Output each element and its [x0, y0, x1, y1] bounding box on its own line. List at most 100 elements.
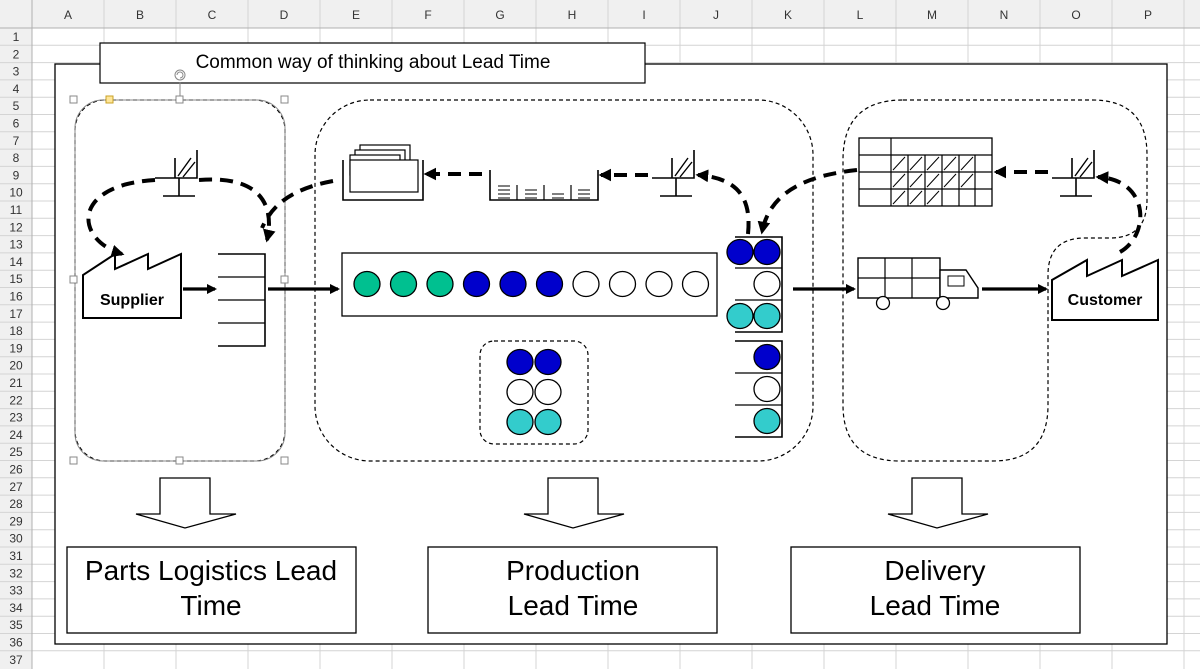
output-store-shelf	[735, 236, 783, 438]
part-item	[499, 270, 527, 298]
row-header[interactable]: 31	[9, 549, 23, 563]
column-header[interactable]: M	[927, 8, 937, 22]
lead-time-label: Production	[506, 555, 640, 586]
row-header[interactable]: 12	[9, 220, 23, 234]
row-header[interactable]: 37	[9, 653, 23, 667]
column-header[interactable]: J	[713, 8, 719, 22]
finished-item	[753, 270, 781, 298]
column-header-bar	[0, 0, 1200, 28]
stock-item	[534, 408, 562, 436]
row-header[interactable]: 13	[9, 238, 23, 252]
row-header[interactable]: 15	[9, 272, 23, 286]
part-item	[353, 270, 381, 298]
lead-time-label: Lead Time	[508, 590, 639, 621]
row-header[interactable]: 25	[9, 445, 23, 459]
finished-item	[753, 375, 781, 403]
column-header[interactable]: C	[208, 8, 217, 22]
column-header[interactable]: H	[568, 8, 577, 22]
row-header[interactable]: 2	[13, 47, 20, 61]
row-header[interactable]: 19	[9, 341, 23, 355]
row-header-bar	[0, 0, 32, 669]
part-item	[535, 270, 564, 298]
column-header[interactable]: I	[642, 8, 645, 22]
parts-shelf-icon	[218, 253, 266, 347]
finished-item	[753, 343, 781, 371]
row-header[interactable]: 28	[9, 497, 23, 511]
stock-item	[506, 348, 534, 376]
title-box	[99, 42, 646, 84]
row-header[interactable]: 26	[9, 463, 23, 477]
stock-item	[506, 378, 534, 406]
row-header[interactable]: 24	[9, 428, 23, 442]
column-header[interactable]: E	[352, 8, 360, 22]
schedule-table-icon	[858, 137, 993, 207]
delivery-truck-icon	[857, 257, 979, 311]
row-header[interactable]: 34	[9, 601, 23, 615]
selection-handles[interactable]	[69, 69, 289, 465]
row-header[interactable]: 23	[9, 411, 23, 425]
row-header[interactable]: 32	[9, 566, 23, 580]
column-header[interactable]: F	[424, 8, 431, 22]
column-header[interactable]: G	[495, 8, 504, 22]
row-header[interactable]: 3	[13, 65, 20, 79]
row-header[interactable]: 4	[13, 82, 20, 96]
production-line-items	[353, 270, 710, 298]
row-header[interactable]: 22	[9, 393, 23, 407]
inventory-store-items	[506, 348, 562, 436]
row-header[interactable]: 30	[9, 532, 23, 546]
column-header[interactable]: K	[784, 8, 792, 22]
row-header[interactable]: 11	[10, 203, 23, 217]
row-header[interactable]: 5	[13, 99, 20, 113]
lead-time-label: Lead Time	[870, 590, 1001, 621]
column-header[interactable]: P	[1144, 8, 1152, 22]
row-header[interactable]: 14	[9, 255, 23, 269]
row-header[interactable]: 20	[9, 359, 23, 373]
lead-time-label: Delivery	[884, 555, 985, 586]
row-header[interactable]: 35	[9, 618, 23, 632]
row-header[interactable]: 17	[9, 307, 23, 321]
finished-item	[753, 302, 781, 330]
column-header[interactable]: D	[280, 8, 289, 22]
row-header[interactable]: 6	[13, 117, 20, 131]
row-header[interactable]: 8	[13, 151, 20, 165]
computer-terminal-icon	[1052, 150, 1095, 197]
row-header[interactable]: 27	[9, 480, 23, 494]
row-header[interactable]: 9	[13, 168, 20, 182]
row-header[interactable]: 7	[13, 134, 20, 148]
row-header[interactable]: 21	[9, 376, 23, 390]
supplier-label: Supplier	[100, 292, 164, 309]
row-header[interactable]: 36	[9, 636, 23, 650]
column-header[interactable]: N	[1000, 8, 1009, 22]
column-header[interactable]: L	[857, 8, 864, 22]
part-item	[462, 270, 491, 298]
part-item	[681, 270, 710, 298]
stock-item	[534, 348, 562, 376]
column-header[interactable]: A	[64, 8, 72, 22]
customer-label: Customer	[1068, 292, 1143, 309]
computer-terminal-icon	[652, 150, 695, 197]
flow-arrow-icon	[135, 477, 989, 529]
part-item	[426, 270, 454, 298]
row-header[interactable]: 33	[9, 584, 23, 598]
part-item	[608, 270, 637, 298]
row-header[interactable]: 10	[9, 186, 23, 200]
row-header[interactable]: 18	[9, 324, 23, 338]
parts-logistics-lead-time-box: Parts Logistics Lead Time	[66, 546, 357, 634]
stock-item	[534, 378, 562, 406]
kanban-post-icon	[489, 170, 599, 201]
lead-time-label: Parts Logistics Lead	[85, 555, 337, 586]
row-header[interactable]: 1	[13, 30, 20, 44]
finished-item	[726, 302, 754, 330]
row-header[interactable]: 29	[9, 514, 23, 528]
column-header[interactable]: O	[1071, 8, 1080, 22]
customer-factory-icon: Customer	[1051, 258, 1159, 321]
printer-icon	[342, 144, 424, 201]
row-header[interactable]: 16	[9, 290, 23, 304]
computer-terminal-icon	[155, 150, 198, 197]
column-header[interactable]: B	[136, 8, 144, 22]
part-item	[389, 270, 418, 298]
information-flow-arrows	[86, 165, 1143, 258]
finished-item	[753, 407, 781, 435]
delivery-lead-time-box: Delivery Lead Time	[790, 546, 1081, 634]
